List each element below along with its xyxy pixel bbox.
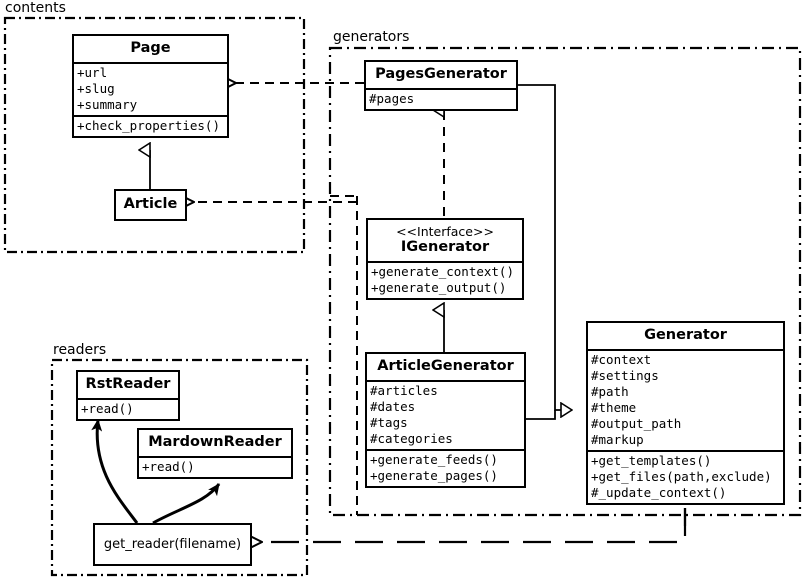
- attribute: #tags: [370, 415, 408, 430]
- class-name-articlegenerator: ArticleGenerator: [377, 358, 514, 374]
- function-box-get-reader[interactable]: get_reader(filename): [93, 523, 252, 566]
- class-attributes-page: +url +slug +summary: [74, 62, 227, 115]
- method: +check_properties(): [77, 118, 220, 133]
- class-methods-page: +check_properties(): [74, 115, 227, 136]
- edge-getreader-to-rstreader: [91, 419, 139, 524]
- class-box-generator[interactable]: Generator #context #settings #path #them…: [586, 321, 785, 505]
- class-box-pagesgenerator[interactable]: PagesGenerator #pages: [364, 60, 518, 111]
- attribute: #context: [591, 352, 652, 367]
- attribute: #path: [591, 384, 629, 399]
- class-box-page[interactable]: Page +url +slug +summary +check_properti…: [72, 34, 229, 138]
- method: +generate_output(): [371, 280, 507, 295]
- package-label-generators: generators: [331, 29, 412, 45]
- class-name-igenerator: IGenerator: [400, 239, 490, 255]
- attribute: +url: [77, 65, 108, 80]
- class-stereotype-igenerator: <<Interface>>: [396, 224, 494, 239]
- method: #_update_context(): [591, 485, 727, 500]
- class-attributes-generator: #context #settings #path #theme #output_…: [588, 349, 783, 450]
- class-attributes-articlegenerator: #articles #dates #tags #categories: [367, 380, 524, 449]
- attribute: #pages: [369, 91, 415, 106]
- class-name-page: Page: [130, 40, 171, 56]
- method: +generate_context(): [371, 264, 514, 279]
- package-label-readers: readers: [51, 342, 109, 358]
- edge-getreader-to-markdownreader: [152, 483, 221, 525]
- attribute: +slug: [77, 81, 115, 96]
- attribute: #output_path: [591, 416, 682, 431]
- attribute: #theme: [591, 400, 637, 415]
- edge-pagesgenerator-to-generator: [518, 84, 572, 410]
- method: +generate_pages(): [370, 468, 498, 483]
- class-name-markdownreader: MardownReader: [148, 434, 282, 450]
- attribute: #articles: [370, 383, 438, 398]
- class-box-igenerator[interactable]: <<Interface>> IGenerator +generate_conte…: [366, 218, 524, 300]
- attribute: #settings: [591, 368, 659, 383]
- method: +get_templates(): [591, 453, 712, 468]
- method: +read(): [81, 401, 134, 416]
- class-name-generator: Generator: [644, 327, 727, 343]
- attribute: +summary: [77, 97, 138, 112]
- method: +read(): [142, 459, 195, 474]
- method: +get_files(path,exclude): [591, 469, 772, 484]
- class-name-article: Article: [123, 196, 178, 212]
- attribute: #markup: [591, 432, 644, 447]
- class-box-articlegenerator[interactable]: ArticleGenerator #articles #dates #tags …: [365, 352, 526, 488]
- class-box-article[interactable]: Article: [114, 189, 187, 221]
- function-name-get-reader: get_reader(filename): [103, 537, 242, 552]
- class-methods-generator: +get_templates() +get_files(path,exclude…: [588, 450, 783, 503]
- method: +generate_feeds(): [370, 452, 498, 467]
- class-name-pagesgenerator: PagesGenerator: [375, 66, 507, 82]
- class-methods-markdownreader: +read(): [139, 456, 291, 477]
- attribute: #categories: [370, 431, 453, 446]
- package-label-contents: contents: [3, 0, 68, 16]
- class-methods-rstreader: +read(): [78, 398, 178, 419]
- class-name-rstreader: RstReader: [85, 376, 171, 392]
- class-attributes-pagesgenerator: #pages: [366, 88, 516, 109]
- class-methods-igenerator: +generate_context() +generate_output(): [368, 261, 522, 298]
- class-box-markdownreader[interactable]: MardownReader +read(): [137, 428, 293, 479]
- edge-articlegenerator-to-generator: [526, 410, 556, 420]
- class-box-rstreader[interactable]: RstReader +read(): [76, 370, 180, 421]
- class-methods-articlegenerator: +generate_feeds() +generate_pages(): [367, 449, 524, 486]
- edge-generator-to-getreader: [262, 508, 687, 542]
- attribute: #dates: [370, 399, 416, 414]
